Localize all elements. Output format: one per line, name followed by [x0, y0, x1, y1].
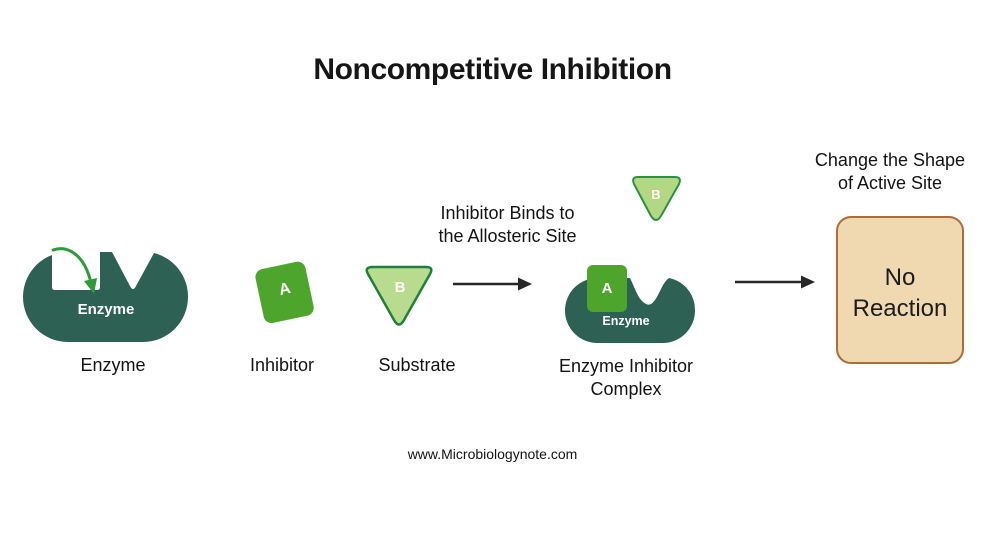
complex-caption-line1: Enzyme Inhibitor [558, 356, 694, 376]
binding-arrow-curve [51, 247, 92, 281]
complex-inhibitor-shape [587, 265, 627, 312]
substrate-letter: B [394, 279, 406, 296]
binding-note: Inhibitor Binds to the Allosteric Site [395, 202, 620, 248]
result-note-line2: of Active Site [837, 173, 943, 193]
floating-substrate-shape [632, 176, 681, 221]
binding-note-line1: Inhibitor Binds to [440, 203, 575, 223]
flow-arrowhead-2-icon [801, 275, 815, 289]
inhibitor-shape-group [255, 261, 314, 324]
inhibitor-shape [255, 261, 314, 324]
complex-caption-line2: Complex [590, 379, 662, 399]
complex-caption: Enzyme Inhibitor Complex [536, 355, 716, 401]
substrate-shape [365, 265, 433, 326]
complex-inhibitor-letter: A [601, 280, 613, 297]
binding-note-line2: the Allosteric Site [438, 226, 577, 246]
no-reaction-label: No Reaction [852, 264, 948, 322]
complex-enzyme-inner-label: Enzyme [602, 314, 650, 328]
result-note: Change the Shape of Active Site [779, 149, 985, 195]
enzyme-inner-label: Enzyme [77, 301, 135, 318]
floating-substrate-letter: B [651, 187, 661, 202]
substrate-caption: Substrate [378, 355, 456, 375]
page-title: Noncompetitive Inhibition [313, 53, 672, 86]
no-reaction-box [836, 216, 964, 364]
inhibitor-caption: Inhibitor [249, 355, 315, 375]
website-footer: www.Microbiologynote.com [407, 446, 578, 462]
enzyme-shape [23, 252, 189, 342]
flow-arrowhead-1-icon [518, 277, 532, 291]
binding-arrowhead-icon [84, 278, 97, 294]
result-note-line1: Change the Shape [814, 150, 966, 170]
enzyme-caption: Enzyme [80, 355, 146, 375]
